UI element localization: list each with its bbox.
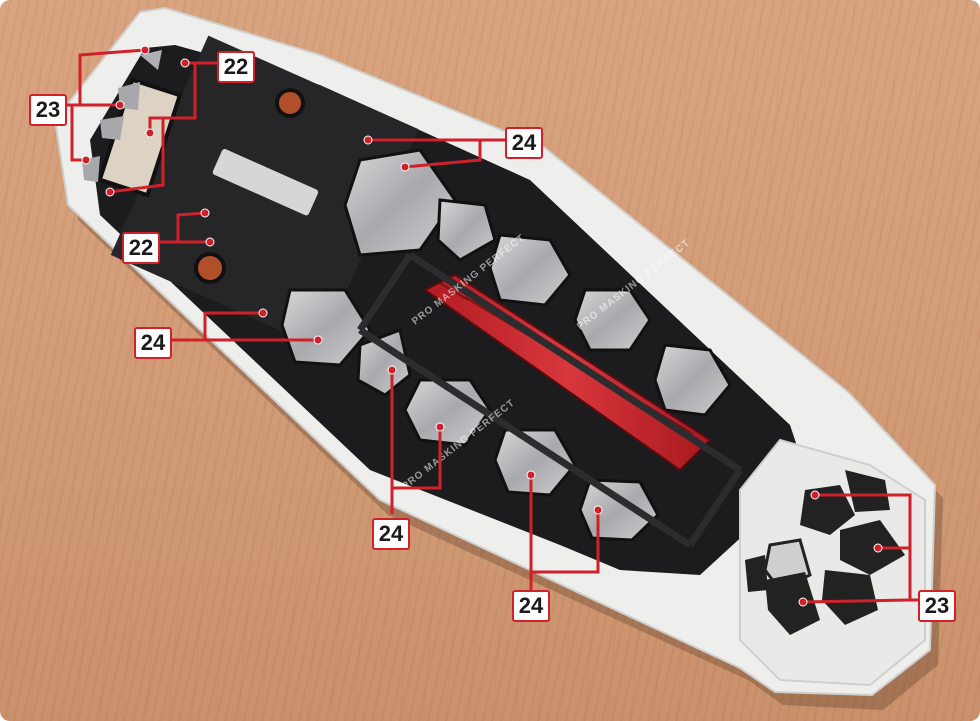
corner-panel bbox=[745, 555, 768, 592]
corner-panel bbox=[845, 470, 890, 512]
hex-panel bbox=[493, 428, 577, 497]
hex-panel bbox=[280, 288, 372, 367]
callout-label-24-bottom: 24 bbox=[372, 518, 410, 550]
callout-dots bbox=[81, 45, 883, 607]
corner-panel bbox=[765, 572, 820, 635]
corner-panel bbox=[840, 520, 905, 575]
hex-panel bbox=[488, 233, 572, 307]
hex-panel bbox=[653, 343, 732, 417]
callout-label-22-top-left: 22 bbox=[217, 51, 255, 83]
vent-slot bbox=[212, 149, 319, 216]
callout-label-23-right: 23 bbox=[918, 590, 956, 622]
mount-hole bbox=[275, 88, 305, 118]
corner-panel bbox=[822, 570, 878, 625]
mount-hole bbox=[194, 252, 226, 284]
hex-panel bbox=[343, 148, 457, 257]
callout-label-23-left: 23 bbox=[29, 94, 67, 126]
edge-panel bbox=[140, 50, 162, 70]
sprue-runners bbox=[357, 252, 743, 548]
edge-panel bbox=[100, 116, 124, 140]
hex-panel bbox=[403, 378, 492, 447]
callout-label-24-bottom-right: 24 bbox=[512, 590, 550, 622]
hex-panel bbox=[356, 327, 412, 397]
hex-panel bbox=[436, 198, 497, 262]
callout-label-24-left: 24 bbox=[134, 327, 172, 359]
callout-label-24-top: 24 bbox=[505, 127, 543, 159]
callout-lines bbox=[65, 48, 922, 604]
hex-panel bbox=[573, 288, 652, 352]
callout-label-22-mid-left: 22 bbox=[122, 232, 160, 264]
